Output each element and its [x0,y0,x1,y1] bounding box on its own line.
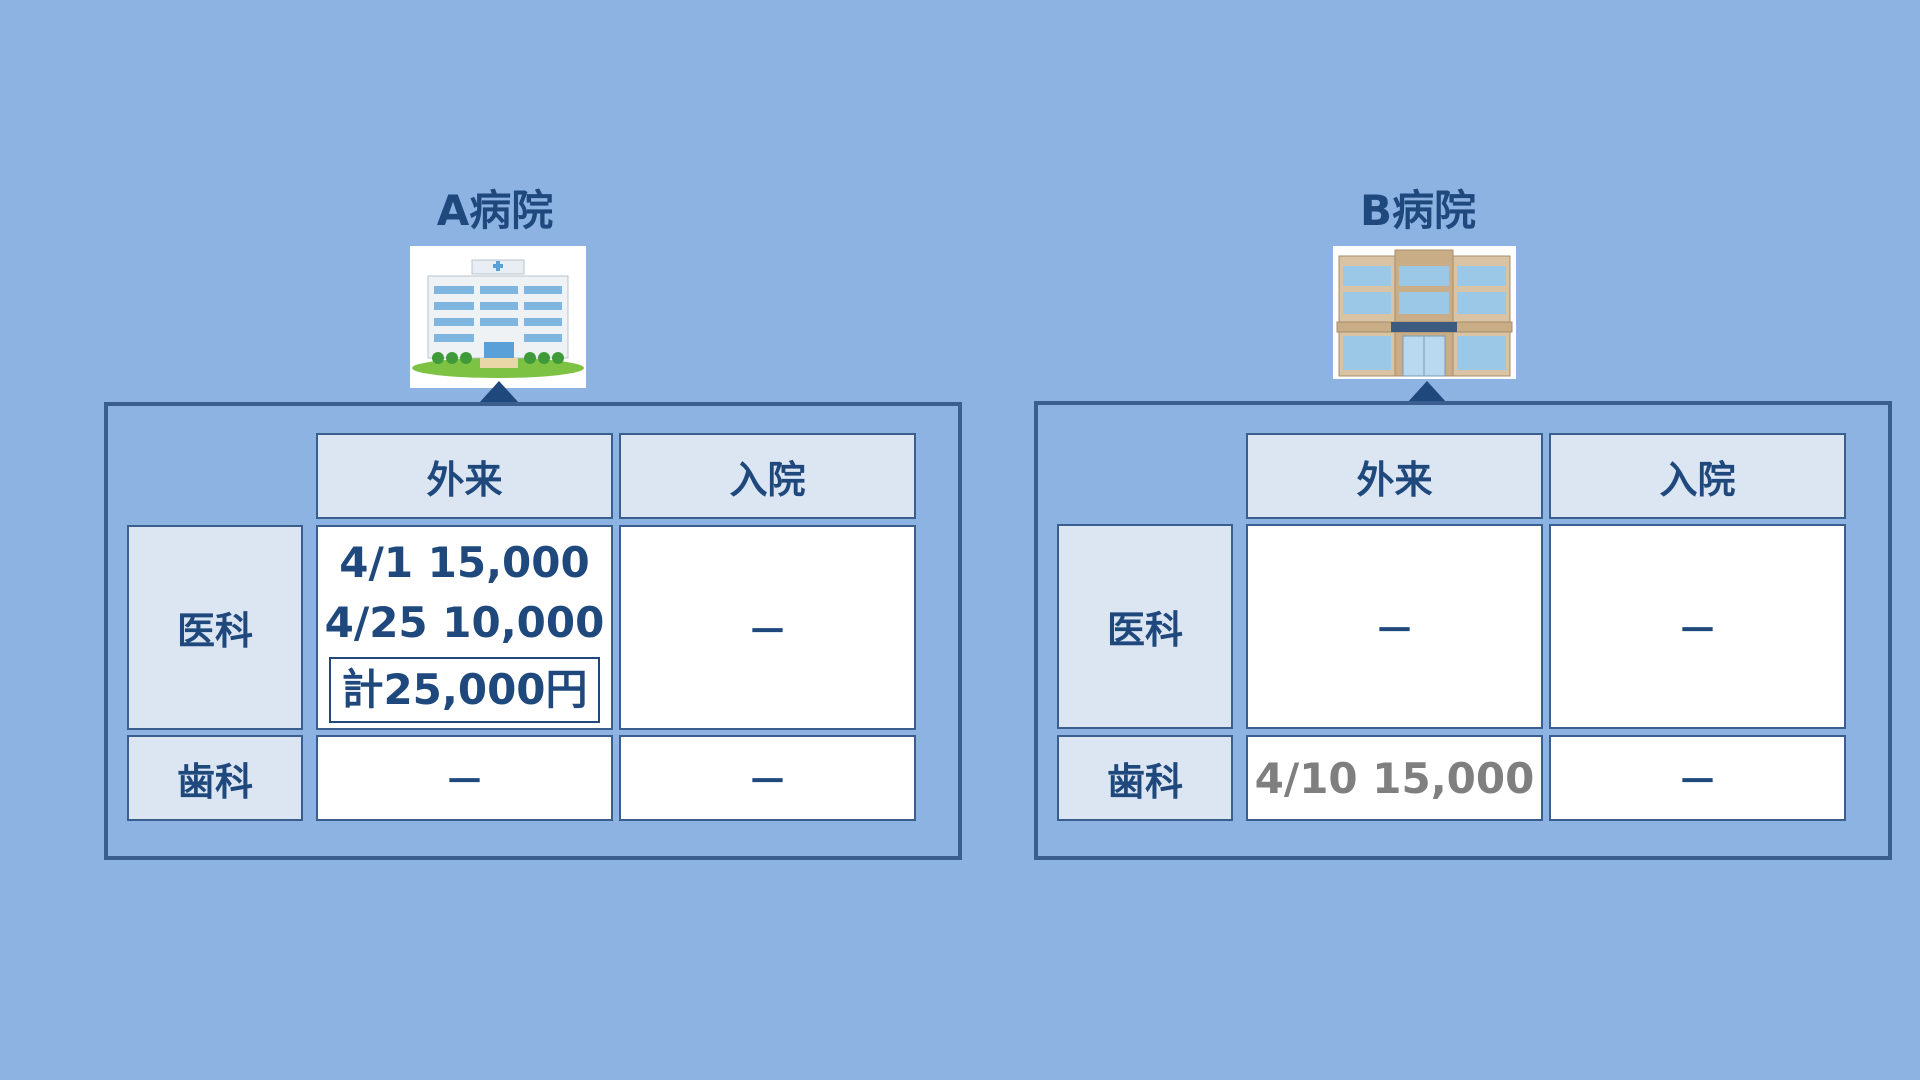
hospital-b-row-label-medical: 医科 [1057,524,1233,729]
visit-entry: 4/25 10,000 [324,597,605,647]
hospital-b-row-label-dental: 歯科 [1057,735,1233,821]
hospital-a-header-inpatient: 入院 [619,433,916,519]
hospital-a-panel [104,402,962,860]
hospital-a-row-label-dental: 歯科 [127,735,303,821]
hospital-a-dental-inpatient: － [619,735,916,821]
hospital-a-dental-outpatient: － [316,735,613,821]
hospital-a-pointer [479,381,519,403]
hospital-a-medical-outpatient: 4/1 15,000 4/25 10,000 計25,000円 [316,525,613,730]
hospital-a-medical-inpatient: － [619,525,916,730]
hospital-b-pointer [1407,381,1447,403]
hospital-b-dental-inpatient: － [1549,735,1846,821]
hospital-b-medical-inpatient: － [1549,524,1846,729]
hospital-b-building-icon [1333,246,1516,379]
hospital-b-medical-outpatient: － [1246,524,1543,729]
hospital-b-header-outpatient: 外来 [1246,433,1543,519]
total-amount-box: 計25,000円 [329,656,600,723]
hospital-b-panel [1034,401,1892,860]
hospital-a-row-label-medical: 医科 [127,525,303,730]
hospital-b-header-inpatient: 入院 [1549,433,1846,519]
visit-entry: 4/1 15,000 [339,537,590,587]
hospital-a-building-icon [410,246,586,388]
hospital-b-title: B病院 [1359,186,1476,235]
hospital-a-header-outpatient: 外来 [316,433,613,519]
hospital-a-title: A病院 [436,186,554,235]
hospital-b-dental-outpatient: 4/10 15,000 [1246,735,1543,821]
